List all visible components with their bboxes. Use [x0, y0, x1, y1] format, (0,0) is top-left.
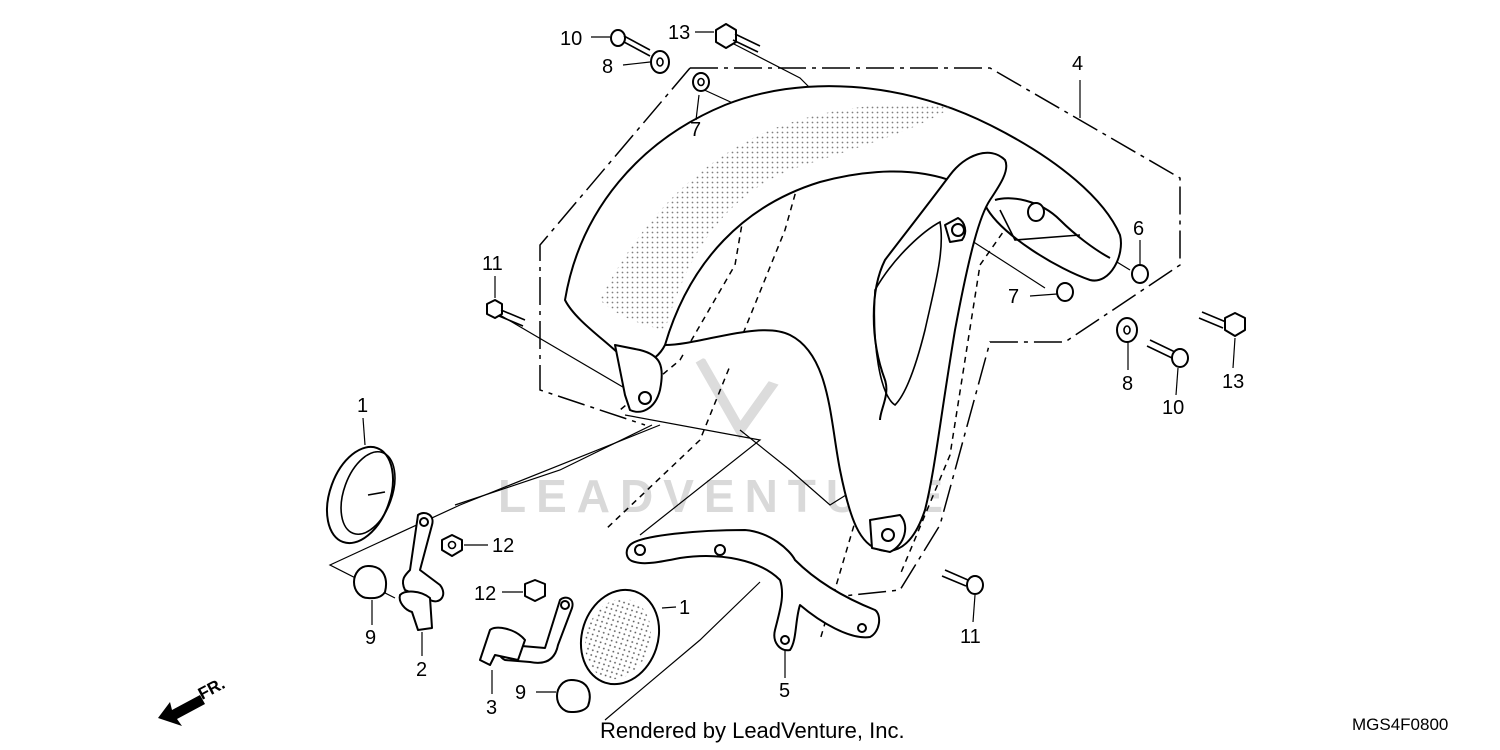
callout-8-top: 8 — [602, 56, 613, 78]
bolt-left-11[interactable] — [486, 299, 526, 327]
washer-right[interactable] — [1116, 317, 1138, 343]
front-direction-arrow-icon: FR. — [158, 674, 228, 726]
callout-2: 2 — [416, 659, 427, 681]
nut-lower[interactable] — [524, 579, 546, 602]
render-credit: Rendered by LeadVenture, Inc. — [600, 718, 905, 743]
callout-9-lower: 9 — [515, 682, 526, 704]
callout-7-right: 7 — [1008, 286, 1019, 308]
washer-top[interactable] — [650, 50, 670, 74]
nut-upper[interactable] — [441, 534, 463, 557]
flange-bolt-right[interactable] — [1198, 311, 1246, 337]
callout-labels: 10 13 8 7 4 6 7 11 8 10 13 1 12 12 1 9 2… — [357, 22, 1244, 719]
collar-six[interactable] — [1131, 264, 1149, 284]
front-fender[interactable] — [564, 85, 1122, 553]
callout-1-left: 1 — [357, 395, 368, 417]
bolt-right[interactable] — [1146, 339, 1189, 368]
reflector-stay-right[interactable] — [479, 596, 574, 666]
grommet-left[interactable] — [353, 565, 387, 600]
diagram-code: MGS4F0800 — [1352, 715, 1448, 734]
reflector-stay-left[interactable] — [398, 512, 445, 631]
callout-8-right: 8 — [1122, 373, 1133, 395]
callout-13-right: 13 — [1222, 371, 1244, 393]
flange-bolt-top[interactable] — [715, 23, 761, 53]
grommet-lower[interactable] — [556, 679, 591, 713]
reflector-left[interactable] — [315, 438, 406, 552]
callout-5: 5 — [779, 680, 790, 702]
callout-7-top: 7 — [690, 119, 701, 141]
callout-leaders — [362, 31, 1236, 694]
fender-bracket[interactable] — [625, 529, 881, 652]
collar-top[interactable] — [692, 72, 710, 92]
bolt-right-11[interactable] — [941, 569, 984, 595]
callout-4: 4 — [1072, 53, 1083, 75]
collar-right[interactable] — [1056, 282, 1074, 302]
callout-12-lower: 12 — [474, 583, 496, 605]
callout-11-left: 11 — [482, 253, 503, 275]
callout-6: 6 — [1133, 218, 1144, 240]
callout-10-right: 10 — [1162, 397, 1184, 419]
reflector-right[interactable] — [569, 580, 671, 695]
callout-1-lower: 1 — [679, 597, 690, 619]
callout-3: 3 — [486, 697, 497, 719]
callout-9-left: 9 — [365, 627, 376, 649]
bolt-top-left[interactable] — [610, 29, 651, 57]
callout-12-upper: 12 — [492, 535, 514, 557]
callout-10-top: 10 — [560, 28, 582, 50]
collar-fender[interactable] — [1027, 202, 1045, 222]
callout-13-top: 13 — [668, 22, 690, 44]
callout-11-right: 11 — [960, 626, 981, 648]
